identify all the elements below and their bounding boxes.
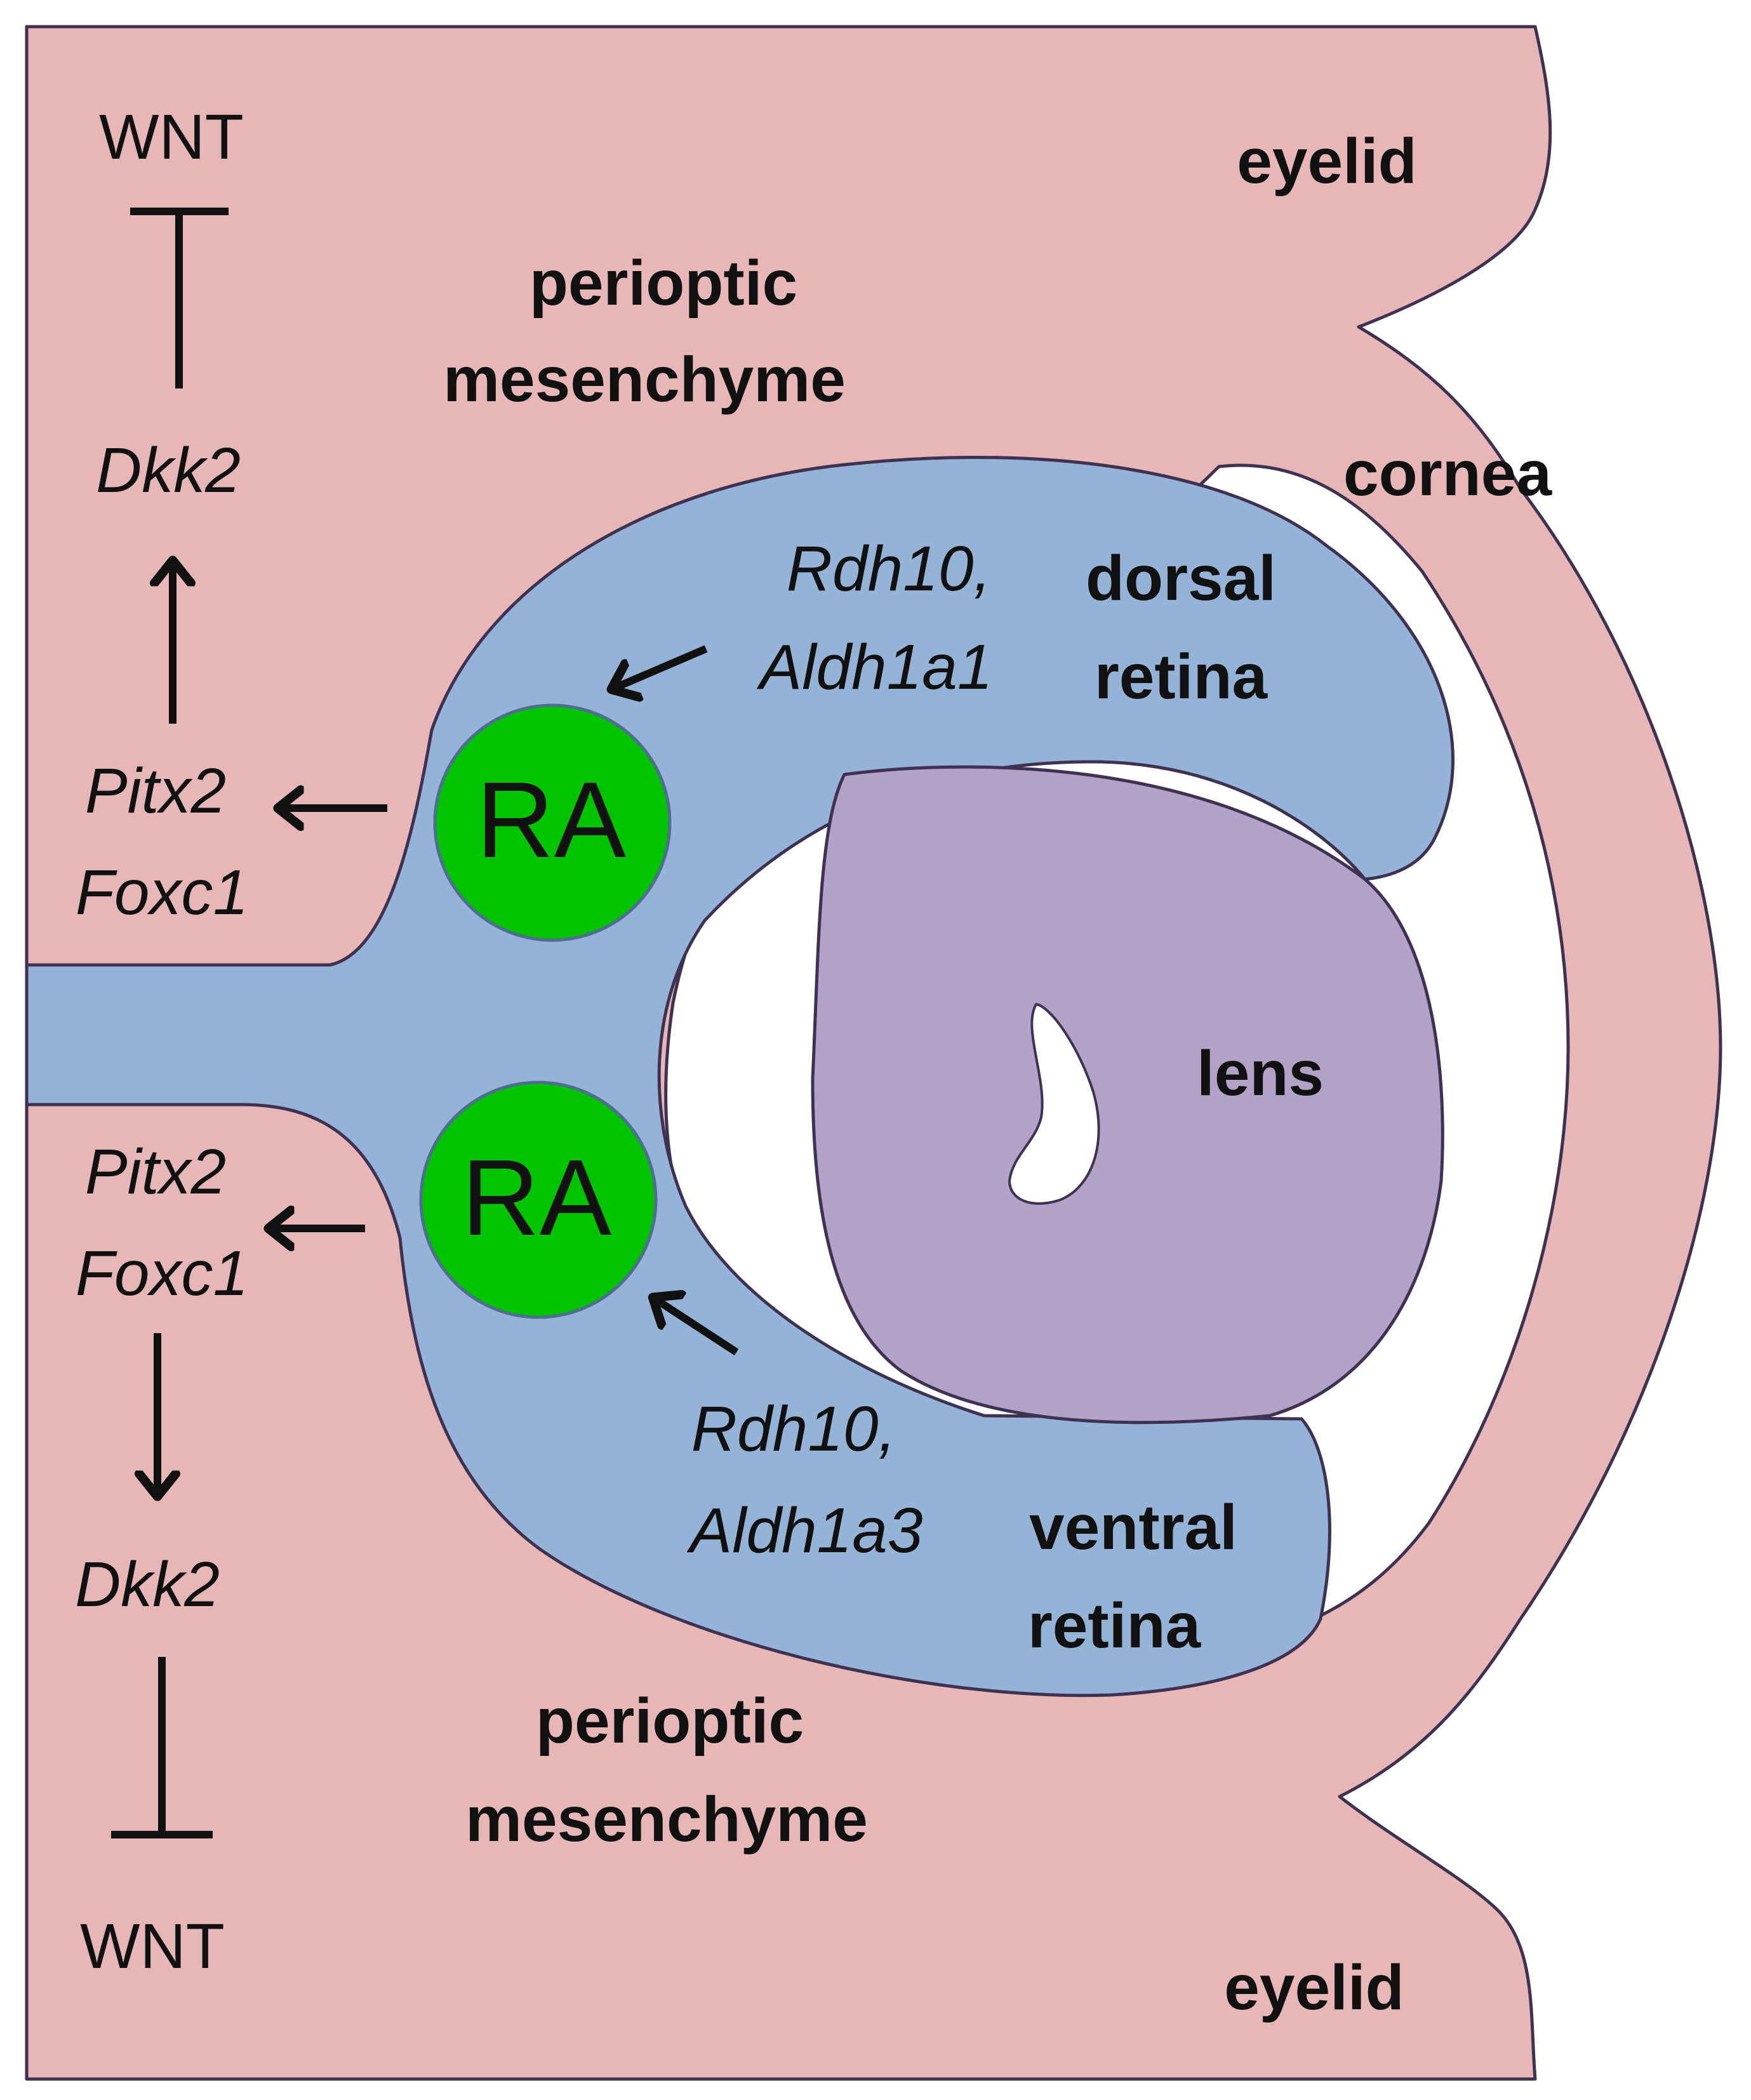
enzyme-label-aldh1a3: Aldh1a3 xyxy=(687,1495,923,1566)
ventral-retina-line1: ventral xyxy=(1029,1492,1237,1563)
dorsal-retina-line2: retina xyxy=(1095,641,1268,712)
ra-circle-ventral xyxy=(419,1080,658,1319)
lens-cavity xyxy=(1008,1003,1100,1205)
arrow-aldh1a3-to-ra xyxy=(654,1298,739,1356)
gene-label-dkk2-bottom: Dkk2 xyxy=(75,1549,220,1620)
lens-body xyxy=(811,765,1444,1425)
eyelid-label-bottom: eyelid xyxy=(1224,1952,1404,2023)
wnt-label-bottom: WNT xyxy=(80,1911,225,1982)
gene-label-foxc1-top: Foxc1 xyxy=(76,857,248,928)
arrow-aldh1a1-to-ra xyxy=(613,645,708,689)
gene-label-pitx2-top: Pitx2 xyxy=(85,755,226,827)
periocular-mesenchyme-bottom-line2: mesenchyme xyxy=(465,1784,868,1855)
periocular-mesenchyme-top-line1: perioptic xyxy=(529,248,797,319)
enzyme-label-aldh1a1: Aldh1a1 xyxy=(757,632,993,703)
ra-label-dorsal: RA xyxy=(476,760,627,881)
eyelid-label-top: eyelid xyxy=(1237,126,1417,197)
lens-label: lens xyxy=(1197,1038,1324,1109)
enzyme-label-rdh10-ventral: Rdh10, xyxy=(691,1393,896,1465)
retina-region xyxy=(25,455,1455,1698)
periocular-mesenchyme-bottom-line1: perioptic xyxy=(536,1685,804,1757)
enzyme-label-rdh10-dorsal: Rdh10, xyxy=(787,533,991,604)
periocular-mesenchyme-top-line2: mesenchyme xyxy=(443,344,846,415)
gene-label-dkk2-top: Dkk2 xyxy=(96,435,241,506)
dorsal-retina-line1: dorsal xyxy=(1086,543,1276,614)
wnt-label-top: WNT xyxy=(99,102,244,173)
ra-circle-dorsal xyxy=(433,703,672,942)
cornea-label: cornea xyxy=(1343,438,1552,509)
gene-label-foxc1-bottom: Foxc1 xyxy=(76,1238,248,1309)
ventral-retina-line2: retina xyxy=(1028,1590,1202,1661)
gene-label-pitx2-bottom: Pitx2 xyxy=(85,1136,226,1207)
ra-label-ventral: RA xyxy=(462,1138,612,1258)
